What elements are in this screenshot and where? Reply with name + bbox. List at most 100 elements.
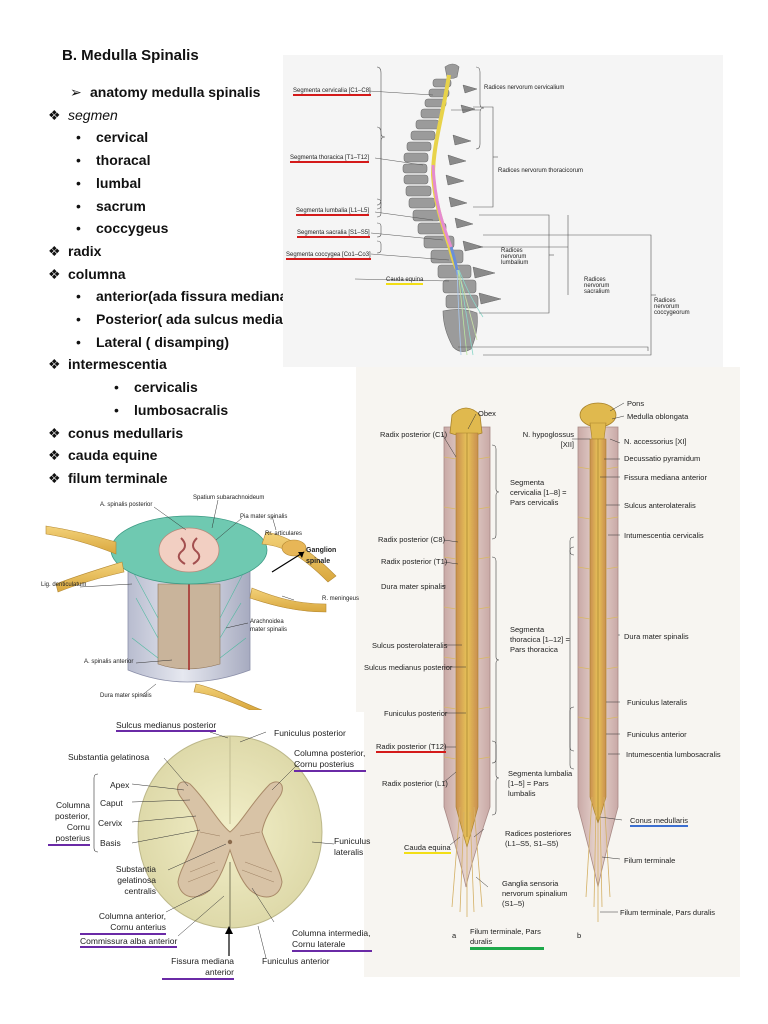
label-funic-ant: Funiculus anterior [627,730,687,739]
outline-marker: ❖ [48,356,61,373]
label-fiss-med-ant: Fissura mediana anterior [624,473,707,482]
outline-item: • cervical [76,129,148,145]
page-title: B. Medulla Spinalis [62,47,199,64]
label-funiculus-ant: Funiculus anterior [262,956,330,966]
label-pons: Pons [627,399,645,408]
label-spatium: Spatium subarachnoideum [193,495,265,501]
label-rad-cerv: Radices nervorum cervicalium [484,85,565,91]
label-sulcus-med-post-x: Sulcus medianus posterior [116,720,217,732]
label-radices-post: Radices posteriores (L1–S5, S1–S5) [505,829,572,848]
label-lig-dent: Lig. denticulatum [41,582,87,588]
outline-marker: ❖ [48,106,61,123]
label-n-accessorius: N. accessorius [XI] [624,437,687,446]
outline-marker: • [76,333,81,350]
label-radix-post-c8: Radix posterior (C8) [378,535,446,544]
label-radix-post-c1: Radix posterior (C1) [380,430,448,439]
outline-marker: • [114,401,119,418]
outline-text: radix [68,242,102,259]
outline-marker: ❖ [48,447,61,464]
outline-item: • cervicalis [114,379,198,395]
label-col-post-group: Columna posterior, Cornu posterius [48,800,90,846]
label-radix-post-t12: Radix posterior (T12) [376,742,447,753]
label-basis: Basis [100,838,121,848]
label-rad-thor: Radices nervorum thoracicorum [498,168,584,174]
label-fig-a: a [452,931,457,940]
label-obex: Obex [478,409,496,418]
outline-item: ❖ columna [48,266,126,283]
outline-marker: ❖ [48,265,61,282]
outline-item: •coccygeus [76,220,168,236]
label-rad-sacr: Radices nervorum sacralium [584,277,610,295]
outline-item: ❖ cauda equine [48,447,157,464]
outline-marker: • [76,288,81,305]
outline-item: • lumbosacralis [114,402,228,418]
outline-marker: • [76,311,81,327]
outline-item: ❖ radix [48,243,101,260]
label-subst-gel: Substantia gelatinosa [68,752,150,762]
label-subst-gel-centr: Substantia gelatinosa centralis [115,864,156,896]
label-col-post-cornu-r: Columna posterior, Cornu posterius [294,748,366,772]
label-seg-lumbal: Segmenta lumbalia [L1–L5] [296,208,370,216]
outline-item: ❖filum terminale [48,470,168,487]
outline-marker: ❖ [48,242,61,259]
label-arachnoidea: Arachnoidea mater spinalis [250,619,288,633]
outline-marker: • [76,174,81,191]
label-cauda-equina-1: Cauda equina [386,277,424,285]
outline-text: cervical [96,129,149,146]
figure-spinal-cord-views [356,367,740,977]
label-seg-sacral: Segmenta sacralia [S1–S5] [297,230,370,238]
label-caput: Caput [100,798,123,808]
label-filum-duralis-b: Filum terminale, Pars duralis [620,908,716,917]
outline-text: lumbal [96,174,142,191]
label-rad-lumb: Radices nervorum lumbalium [501,248,529,266]
label-r-mening: R. meningeus [322,596,360,602]
figure-vertebral-column [283,55,723,367]
outline-item: • lumbal [76,175,141,191]
outline-marker: • [114,379,119,396]
label-funic-lat: Funiculus lateralis [627,698,688,707]
outline-text: sacrum [96,197,146,214]
label-sulcus-postlat: Sulcus posterolateralis [372,641,448,650]
label-commissura: Commissura alba anterior [80,936,178,948]
vertebral-column-illustration [354,63,656,356]
outline-text: lumbosacralis [134,401,229,418]
label-radix-post-l1: Radix posterior (L1) [382,779,448,788]
label-conus-medullaris: Conus medullaris [630,816,688,827]
label-intum-cerv: Intumescentia cervicalis [624,531,704,540]
outline-text: Lateral ( disamping) [96,333,230,350]
label-cervix: Cervix [98,818,123,828]
label-dura-a: Dura mater spinalis [381,582,446,591]
label-cauda-equina-2: Cauda equina [404,843,451,854]
outline-item: ❖conus medullaris [48,425,183,442]
label-a-spinalis-post: A. spinalis posterior [100,502,153,508]
outline-text: cervicalis [134,379,198,396]
outline-text: conus medullaris [68,424,184,441]
outline-item: •thoracal [76,152,150,168]
label-a-spinalis-ant: A. spinalis anterior [84,659,134,665]
label-seg-coccyg: Segmenta coccygea [Co1–Co3] [286,252,371,260]
outline-text: columna [68,265,126,282]
spinal-cord-illustration [441,402,625,922]
label-seg-cervical: Segmenta cervicalia [C1–C8] [293,88,371,96]
label-funiculus-lat: Funiculus lateralis [334,836,371,857]
outline-marker: • [76,197,81,214]
label-pia: Pia mater spinalis [240,514,288,520]
outline-text: cauda equine [68,447,158,464]
label-sulcus-med-post: Sulcus medianus posterior [364,663,453,672]
outline-marker: • [76,129,81,146]
figure-meninges [36,488,354,711]
label-seg-lumbalia: Segmenta lumbalia [1–5] = Pars lumbalis [508,769,573,798]
outline-item: ❖ intermescentia [48,356,167,373]
outline-marker: ❖ [48,469,61,486]
outline-marker: ➢ [70,84,82,100]
outline-item: • Lateral ( disamping) [76,334,229,350]
outline-text: intermescentia [68,356,167,373]
label-ganglia: Ganglia sensoria nervorum spinalium (S1–… [502,879,568,908]
label-col-inter: Columna intermedia, Cornu laterale [292,928,372,952]
label-rr-articulares: Rr. articulares [265,531,303,537]
outline-item: ➢anatomy medulla spinalis [70,84,260,101]
label-fissura: Fissura mediana anterior [162,956,234,980]
outline-item: ❖segmen [48,107,118,124]
label-intum-lumb: Intumescentia lumbosacralis [626,750,721,759]
label-funiculus-post: Funiculus posterior [274,728,346,738]
